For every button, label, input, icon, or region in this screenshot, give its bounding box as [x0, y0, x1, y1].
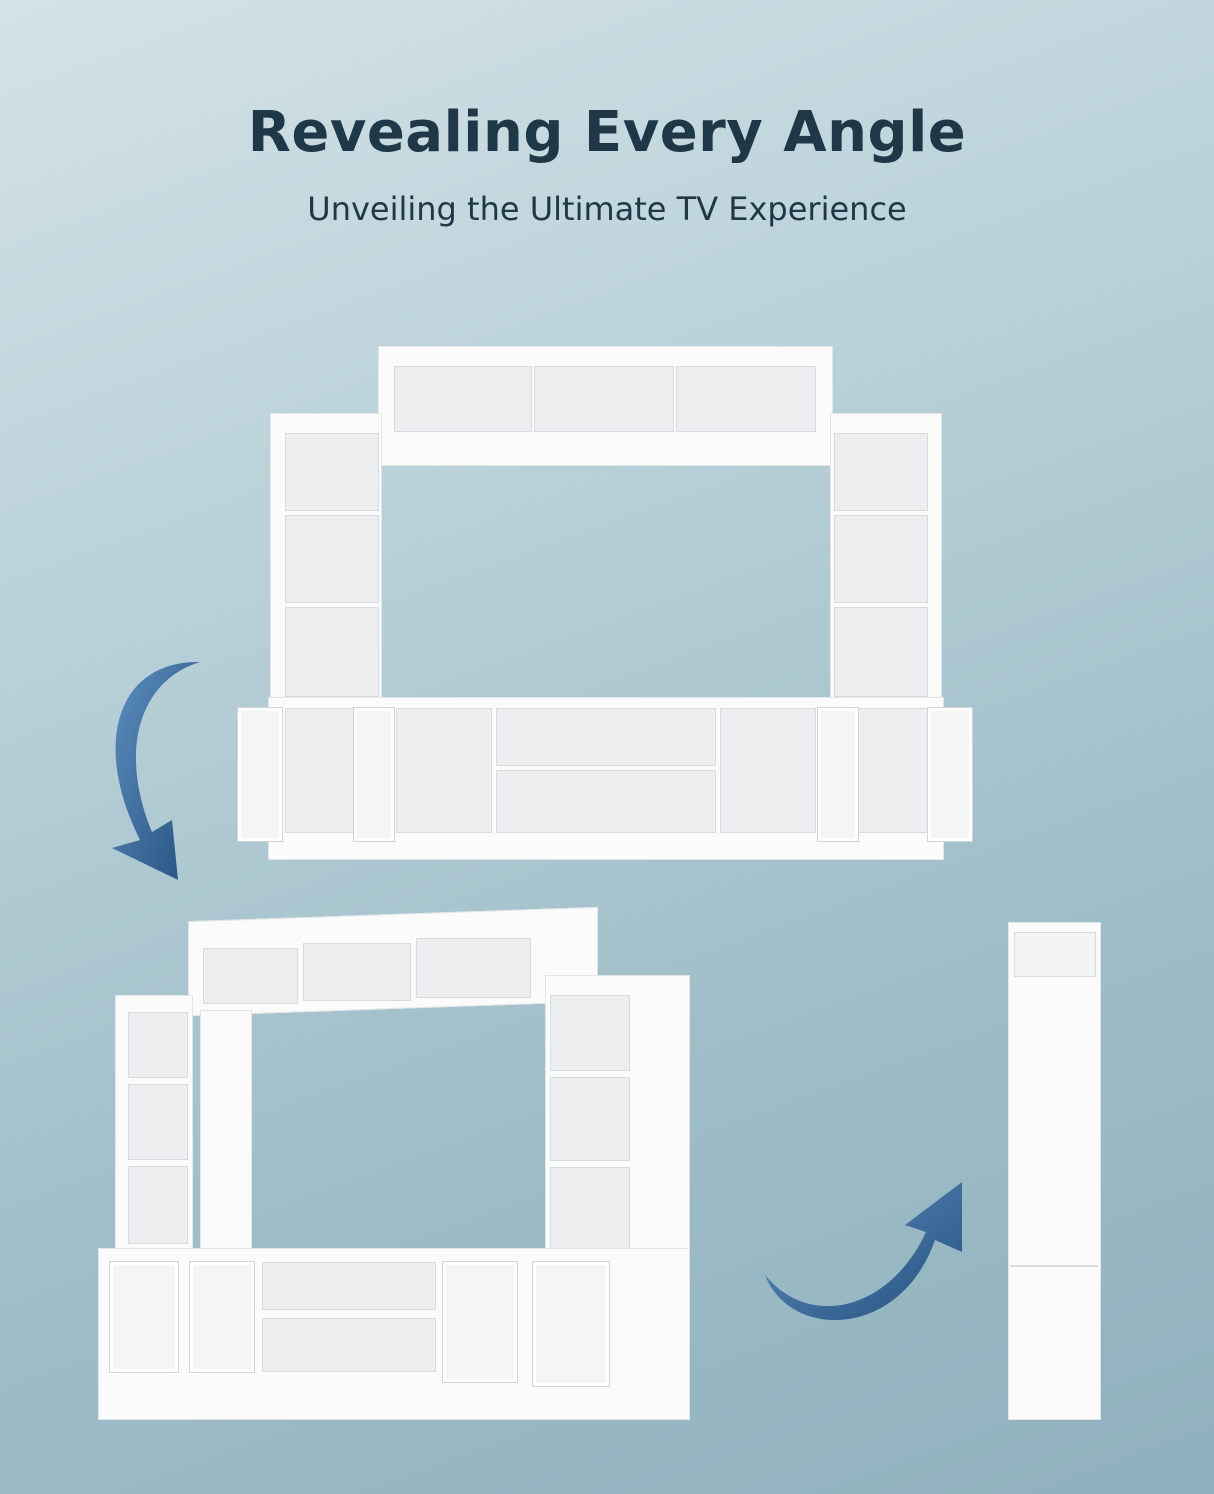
glass-door: [354, 708, 394, 841]
subheadline: Unveiling the Ultimate TV Experience: [307, 190, 907, 228]
curved-arrow-icon: [765, 1182, 962, 1321]
headline: Revealing Every Angle: [247, 100, 967, 165]
glass-door: [928, 708, 972, 841]
curved-arrow-icon: [112, 661, 200, 880]
glass-door: [238, 708, 282, 841]
glass-door: [818, 708, 858, 841]
